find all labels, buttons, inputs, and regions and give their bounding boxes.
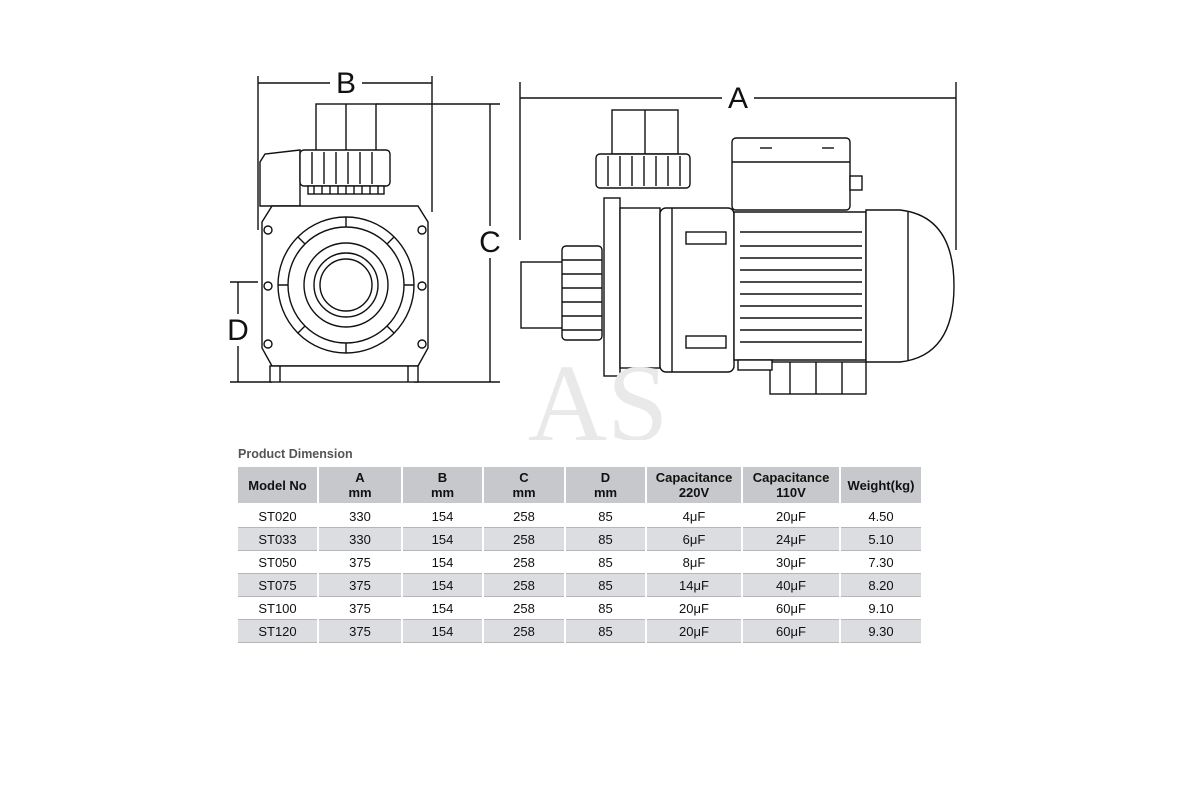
- table-cell: 258: [482, 596, 565, 620]
- table-cell: 9.30: [839, 619, 921, 643]
- column-header-label: Capacitance: [752, 470, 830, 485]
- table-cell: 85: [564, 527, 646, 551]
- table-cell: 20μF: [645, 596, 742, 620]
- table-cell: 4.50: [839, 504, 921, 528]
- table-cell: 375: [317, 573, 402, 597]
- column-header: Model No: [238, 467, 318, 505]
- table-cell: 4μF: [645, 504, 742, 528]
- table-cell: 375: [317, 619, 402, 643]
- table-cell: ST075: [238, 573, 318, 597]
- table-cell: 154: [401, 619, 483, 643]
- column-header-unit: mm: [593, 485, 618, 500]
- table-cell: ST033: [238, 527, 318, 551]
- table-cell: 40μF: [741, 573, 840, 597]
- table-title: Product Dimension: [238, 447, 353, 461]
- table-cell: 375: [317, 596, 402, 620]
- table-cell: 258: [482, 550, 565, 574]
- table-cell: 258: [482, 504, 565, 528]
- column-header-label: B: [437, 470, 448, 485]
- table-cell: 85: [564, 596, 646, 620]
- table-cell: 258: [482, 573, 565, 597]
- table-cell: 154: [401, 504, 483, 528]
- table-cell: 85: [564, 504, 646, 528]
- table-cell: 30μF: [741, 550, 840, 574]
- table-cell: 85: [564, 619, 646, 643]
- table-cell: 7.30: [839, 550, 921, 574]
- table-cell: 8μF: [645, 550, 742, 574]
- table-cell: 60μF: [741, 596, 840, 620]
- table-cell: 330: [317, 527, 402, 551]
- column-header-unit: 110V: [776, 485, 806, 500]
- table-cell: ST020: [238, 504, 318, 528]
- table-cell: 8.20: [839, 573, 921, 597]
- column-header-label: Model No: [248, 477, 307, 493]
- table-cell: ST100: [238, 596, 318, 620]
- table-cell: 5.10: [839, 527, 921, 551]
- table-cell: 6μF: [645, 527, 742, 551]
- pump-dimension-drawing: B C D A AS: [227, 67, 957, 440]
- column-header-label: C: [519, 470, 529, 485]
- table-cell: 154: [401, 527, 483, 551]
- table-cell: 330: [317, 504, 402, 528]
- table-cell: 375: [317, 550, 402, 574]
- watermark: AS: [528, 342, 669, 440]
- dimension-label-d: D: [227, 314, 249, 347]
- column-header-label: Weight(kg): [847, 477, 915, 493]
- table-cell: 154: [401, 573, 483, 597]
- table-cell: ST050: [238, 550, 318, 574]
- table-cell: 14μF: [645, 573, 742, 597]
- pump-side-view: [519, 82, 957, 395]
- table-cell: 154: [401, 550, 483, 574]
- dimension-label-a: A: [728, 82, 748, 115]
- table-cell: 9.10: [839, 596, 921, 620]
- column-header-label: D: [600, 470, 611, 485]
- table-cell: 85: [564, 573, 646, 597]
- column-header-label: A: [355, 470, 365, 485]
- table-cell: 60μF: [741, 619, 840, 643]
- table-cell: ST120: [238, 619, 318, 643]
- column-header: Weight(kg): [839, 467, 921, 505]
- table-cell: 85: [564, 550, 646, 574]
- table-cell: 24μF: [741, 527, 840, 551]
- table-cell: 20μF: [741, 504, 840, 528]
- table-cell: 258: [482, 619, 565, 643]
- column-header-unit: mm: [430, 485, 455, 500]
- dimension-label-c: C: [479, 226, 501, 259]
- table-cell: 258: [482, 527, 565, 551]
- column-header-unit: mm: [512, 485, 536, 500]
- table-cell: 154: [401, 596, 483, 620]
- column-header-unit: 220V: [678, 485, 710, 500]
- table-cell: 20μF: [645, 619, 742, 643]
- dimension-label-b: B: [336, 67, 356, 100]
- pump-front-view: [230, 76, 500, 383]
- column-header-unit: mm: [348, 485, 372, 500]
- column-header-label: Capacitance: [655, 470, 733, 485]
